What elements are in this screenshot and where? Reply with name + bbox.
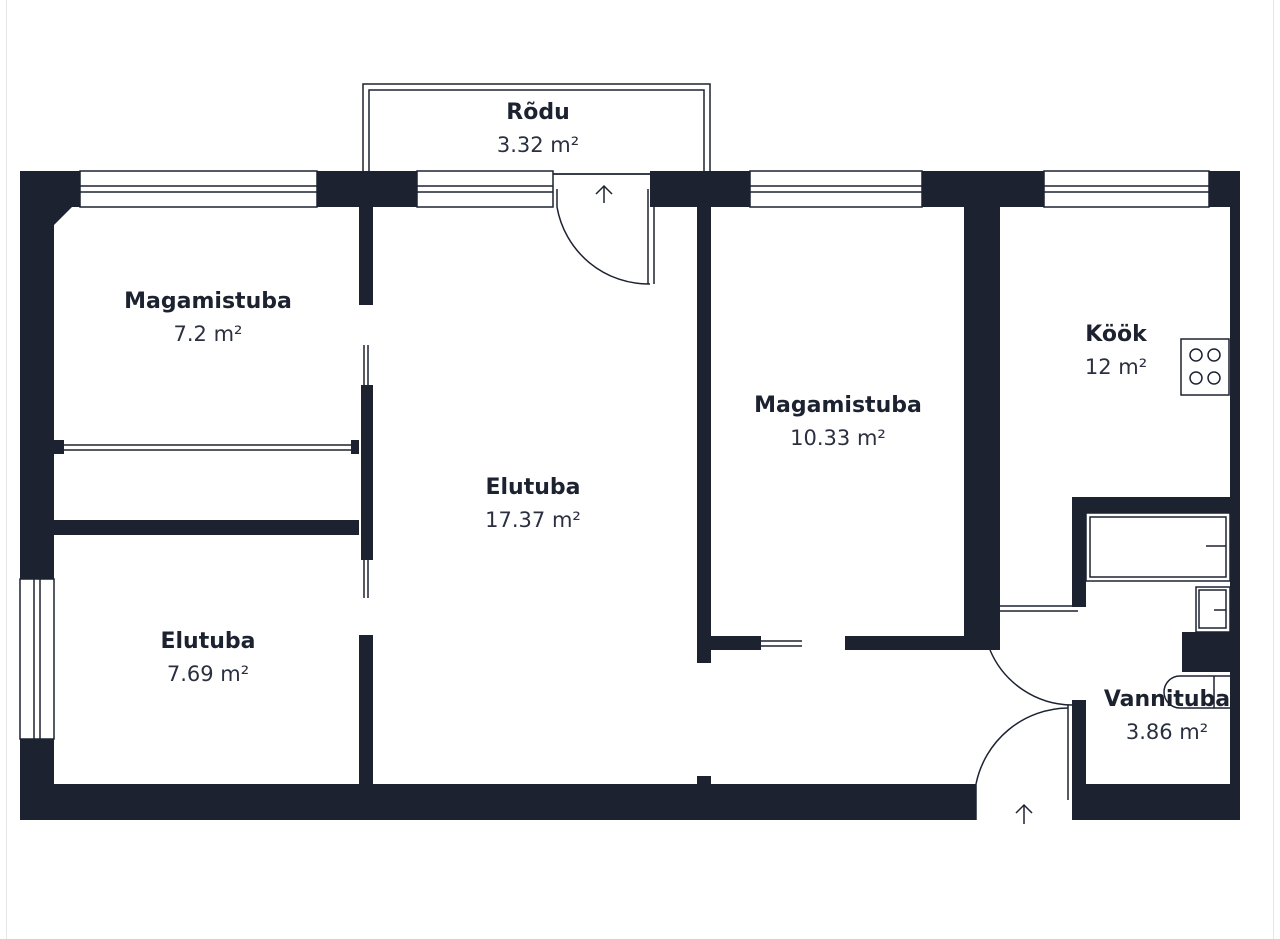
- room-area: 3.32 m²: [497, 133, 579, 157]
- room-name: Rõdu: [506, 100, 569, 125]
- frame-border-left: [6, 0, 7, 939]
- frame-border-right: [1273, 0, 1274, 939]
- room-label-vannituba: Vannituba 3.86 m²: [1104, 687, 1230, 744]
- bathtub-icon: [1085, 512, 1231, 582]
- room-area: 17.37 m²: [485, 508, 581, 532]
- room-area: 10.33 m²: [790, 426, 886, 450]
- room-name: Magamistuba: [754, 393, 922, 418]
- room-label-elutuba-small: Elutuba 7.69 m²: [160, 629, 255, 686]
- room-name: Elutuba: [160, 629, 255, 654]
- room-label-kook: Köök 12 m²: [1085, 322, 1148, 379]
- stove-icon: [1180, 338, 1230, 396]
- room-name: Vannituba: [1104, 687, 1230, 712]
- room-area: 7.69 m²: [167, 662, 249, 686]
- doors: [64, 189, 1078, 820]
- entry-arrows: [595, 184, 1033, 824]
- room-area: 3.86 m²: [1126, 720, 1208, 744]
- room-area: 7.2 m²: [174, 322, 243, 346]
- fixtures: [1085, 338, 1231, 709]
- room-label-elutuba-large: Elutuba 17.37 m²: [485, 475, 581, 532]
- windows: [19, 170, 1210, 740]
- room-label-rodu: Rõdu 3.32 m²: [497, 100, 579, 157]
- room-name: Elutuba: [485, 475, 580, 500]
- room-label-magamistuba-large: Magamistuba 10.33 m²: [754, 393, 922, 450]
- toilet-icon: [1163, 675, 1230, 709]
- sink-icon: [1195, 586, 1231, 633]
- balcony-outline: [362, 83, 711, 175]
- exterior-walls: [20, 171, 1240, 820]
- room-area: 12 m²: [1085, 355, 1147, 379]
- room-name: Köök: [1085, 322, 1148, 347]
- interior-walls: [54, 207, 1230, 784]
- room-name: Magamistuba: [124, 289, 292, 314]
- room-label-magamistuba-small: Magamistuba 7.2 m²: [124, 289, 292, 346]
